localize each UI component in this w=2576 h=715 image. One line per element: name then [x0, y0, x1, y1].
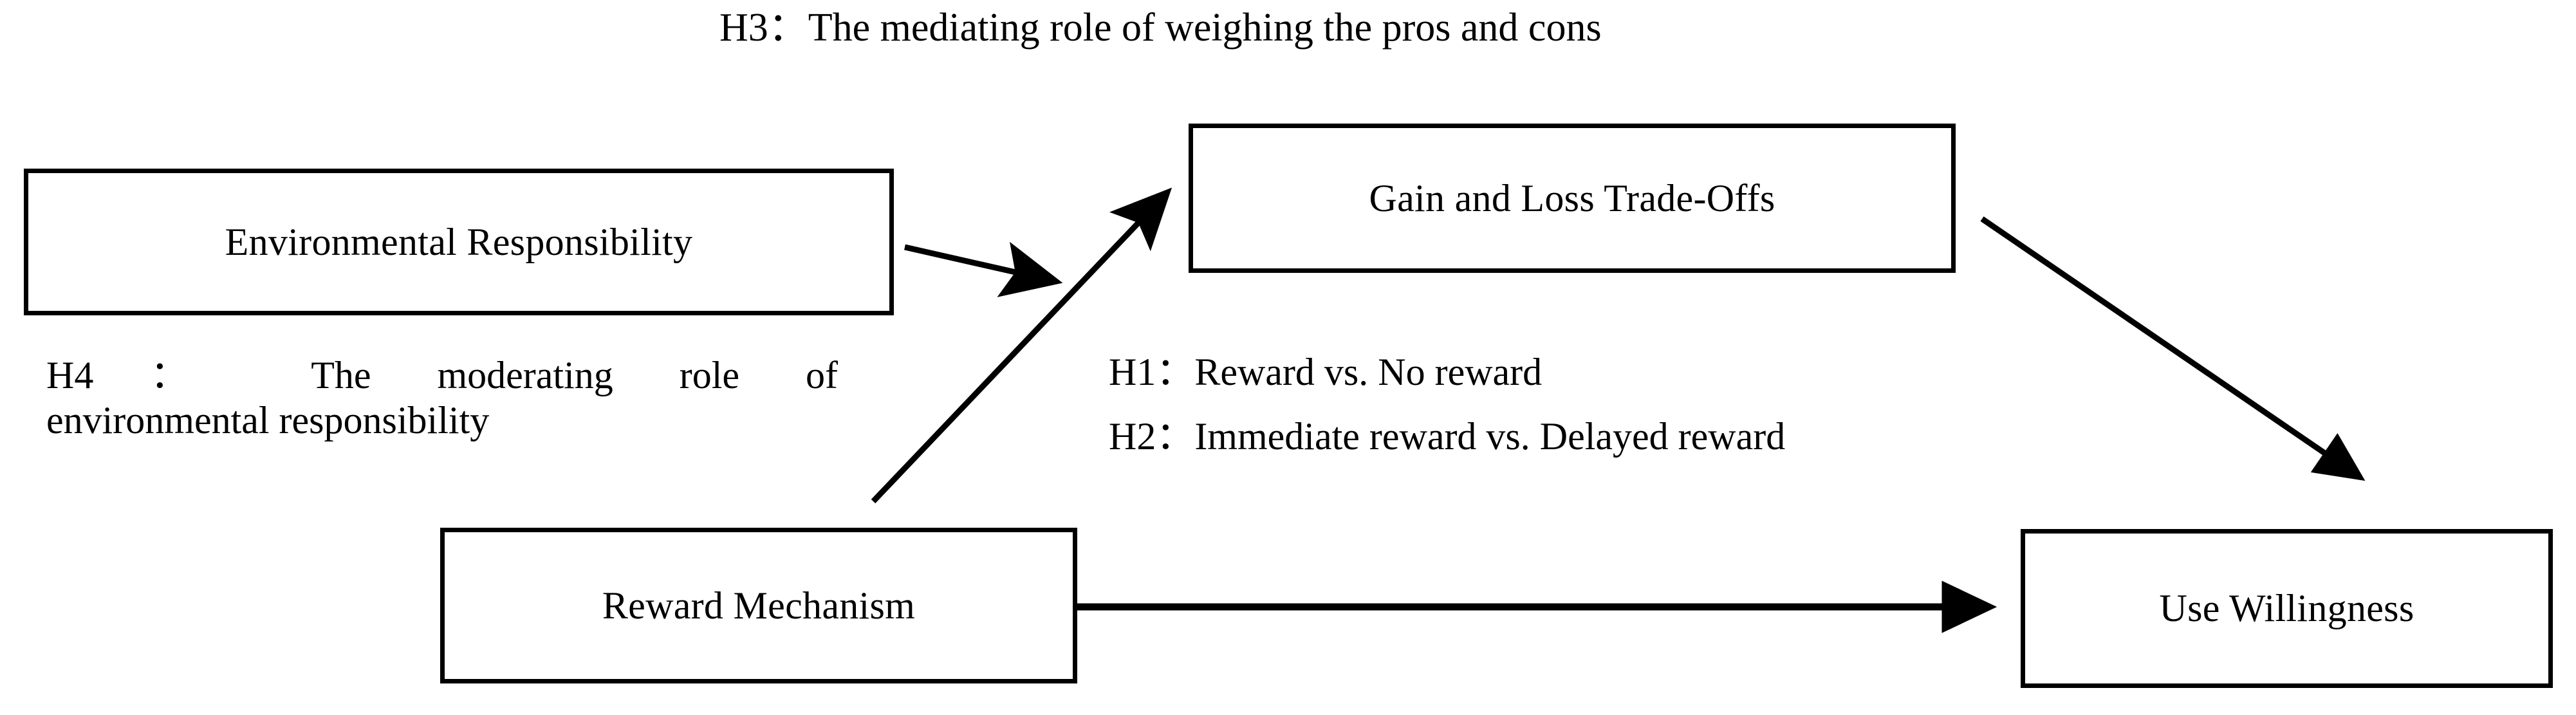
node-environmental-responsibility[interactable]: Environmental Responsibility: [24, 169, 894, 315]
node-label-reward-mechanism: Reward Mechanism: [602, 584, 916, 627]
node-gain-and-loss-trade-offs[interactable]: Gain and Loss Trade-Offs: [1189, 124, 1956, 273]
node-reward-mechanism[interactable]: Reward Mechanism: [440, 528, 1077, 683]
hypothesis-h1-annotation: H1：Reward vs. No reward: [1109, 351, 1543, 393]
hypothesis-h4-annotation: H4： The moderating role of environmental…: [46, 353, 838, 443]
node-label-use-willingness: Use Willingness: [2159, 587, 2414, 629]
node-label-gain-and-loss-trade-offs: Gain and Loss Trade-Offs: [1369, 176, 1775, 219]
edge-gain-to-use: [1980, 216, 2366, 481]
hypothesis-h4-line-2: environmental responsibility: [46, 399, 490, 442]
hypothesis-h3-title: H3：The mediating role of weighing the pr…: [719, 6, 1602, 50]
edge-env-to-gain: [904, 241, 1063, 297]
hypothesis-h4-line-1: H4： The moderating role of: [46, 354, 838, 396]
node-label-environmental-responsibility: Environmental Responsibility: [225, 220, 693, 263]
hypothesis-h2-annotation: H2：Immediate reward vs. Delayed reward: [1109, 415, 1786, 458]
node-use-willingness[interactable]: Use Willingness: [2021, 529, 2553, 688]
